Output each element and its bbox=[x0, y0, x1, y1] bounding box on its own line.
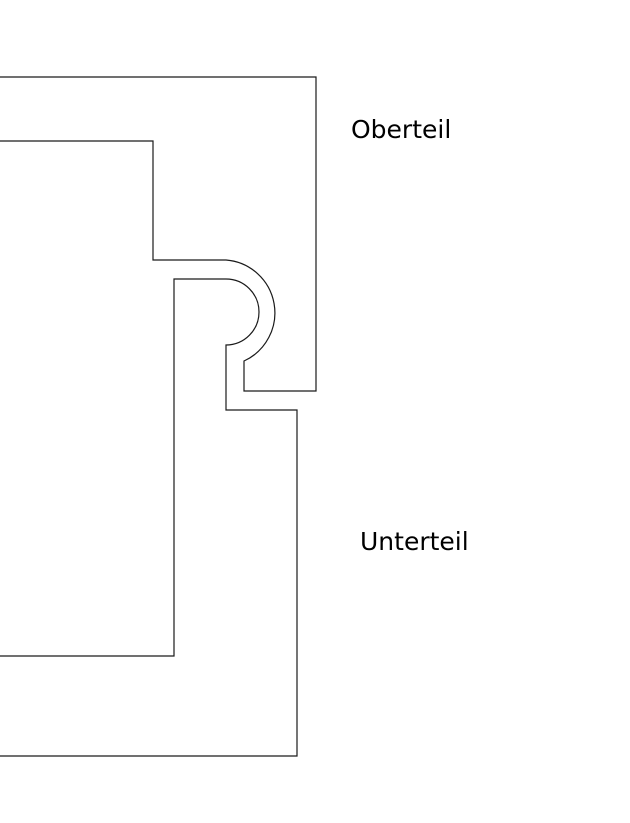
upper-part-outline bbox=[0, 76, 317, 392]
upper-part-label: Oberteil bbox=[351, 115, 452, 144]
lower-part-label: Unterteil bbox=[360, 527, 469, 556]
lower-part-outline bbox=[0, 278, 298, 757]
